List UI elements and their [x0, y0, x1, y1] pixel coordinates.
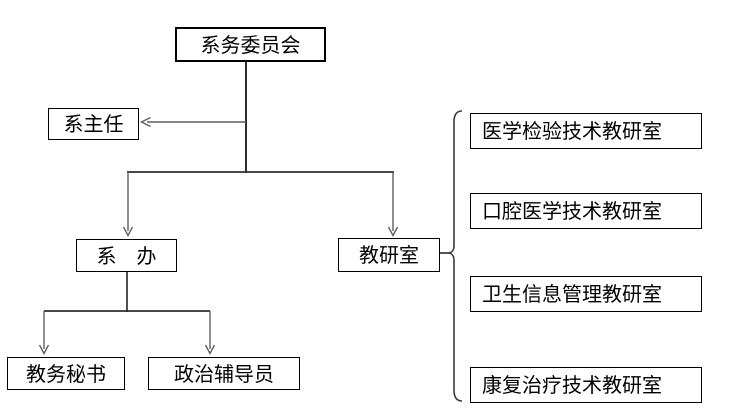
node-political-counselor: 政治辅导员: [148, 357, 300, 390]
arrowhead-department-office: [122, 226, 134, 237]
node-director: 系主任: [48, 108, 139, 140]
arrowhead-academic-secretary: [38, 344, 50, 355]
node-teaching-research-office: 教研室: [338, 238, 440, 272]
node-department-office: 系 办: [76, 239, 177, 272]
node-academic-secretary: 教务秘书: [7, 357, 125, 390]
arrowhead-political-counselor: [204, 344, 216, 355]
arrowhead-director: [139, 116, 151, 128]
node-committee: 系务委员会: [175, 27, 326, 62]
node-dental-tech-office: 口腔医学技术教研室: [470, 193, 702, 229]
node-medical-lab-tech-office: 医学检验技术教研室: [470, 113, 702, 149]
node-health-info-office: 卫生信息管理教研室: [470, 276, 702, 312]
curly-brace: [448, 110, 463, 402]
node-rehab-therapy-office: 康复治疗技术教研室: [470, 367, 702, 403]
arrowhead-teaching-research-office: [387, 226, 399, 237]
